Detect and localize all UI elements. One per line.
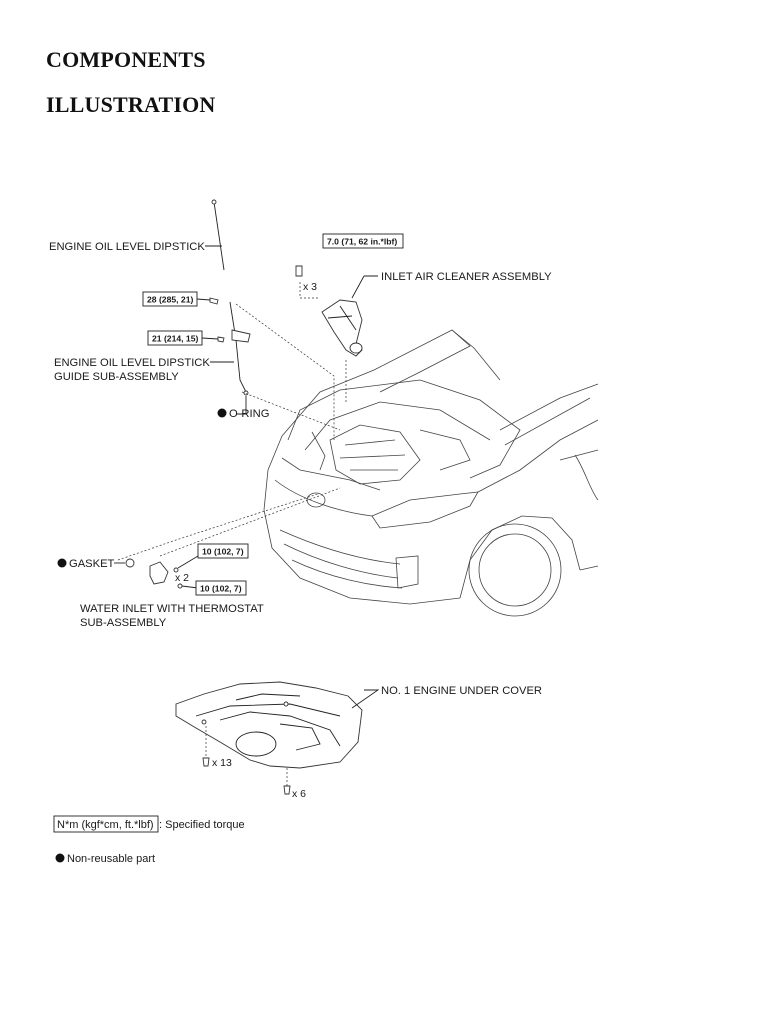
torque-box-air-cleaner (322, 233, 404, 249)
legend: N*m (kgf*cm, ft.*lbf) : Specified torque… (53, 815, 245, 865)
water-inlet-part (149, 561, 183, 589)
bolt-icon (209, 297, 225, 343)
torque-box-guide-upper (142, 291, 198, 307)
page-subtitle: ILLUSTRATION (46, 92, 216, 117)
qty-water-inlet-bolts: x 2 (175, 572, 189, 584)
torque-box-water-inlet-upper (197, 543, 249, 559)
engine-under-cover-part (175, 681, 363, 769)
torque-guide-upper: 28 (285, 21) (147, 295, 193, 305)
legend-non-reusable: Non-reusable part (67, 853, 155, 865)
non-reusable-icon (57, 558, 67, 568)
dipstick-part (213, 201, 225, 271)
legend-torque-desc: : Specified torque (159, 819, 245, 831)
legend-torque-units: N*m (kgf*cm, ft.*lbf) (57, 819, 154, 831)
torque-air-cleaner: 7.0 (71, 62 in.*lbf) (327, 237, 397, 247)
bolt-icon (295, 265, 303, 277)
dipstick-guide-part (229, 301, 247, 393)
page-title: COMPONENTS (46, 47, 206, 72)
torque-water-inlet-upper: 10 (102, 7) (202, 547, 244, 557)
label-dipstick-guide-line2: GUIDE SUB-ASSEMBLY (54, 371, 179, 383)
label-dipstick-guide-line1: ENGINE OIL LEVEL DIPSTICK (54, 357, 210, 369)
label-o-ring: O-RING (229, 408, 269, 420)
gasket-part (125, 558, 135, 568)
clip-icon (283, 785, 291, 795)
qty-air-cleaner-bolts: x 3 (303, 281, 317, 293)
torque-box-guide-lower (147, 330, 203, 346)
non-reusable-icon (217, 408, 227, 418)
qty-under-cover-bolts: x 13 (212, 757, 232, 769)
legend-torque-box (53, 815, 159, 833)
label-water-inlet-line2: SUB-ASSEMBLY (80, 617, 167, 629)
bolt-icon (202, 757, 210, 767)
non-reusable-icon (55, 853, 65, 863)
torque-water-inlet-lower: 10 (102, 7) (200, 584, 242, 594)
label-dipstick: ENGINE OIL LEVEL DIPSTICK (49, 241, 205, 253)
label-under-cover: NO. 1 ENGINE UNDER COVER (381, 685, 542, 697)
label-water-inlet-line1: WATER INLET WITH THERMOSTAT (80, 603, 264, 615)
torque-guide-lower: 21 (214, 15) (152, 334, 198, 344)
torque-box-water-inlet-lower (195, 580, 247, 596)
label-inlet-air-cleaner: INLET AIR CLEANER ASSEMBLY (381, 271, 552, 283)
car-illustration (263, 329, 599, 617)
inlet-air-cleaner-part (321, 299, 363, 357)
qty-under-cover-clips: x 6 (292, 788, 306, 800)
label-gasket: GASKET (69, 558, 115, 570)
